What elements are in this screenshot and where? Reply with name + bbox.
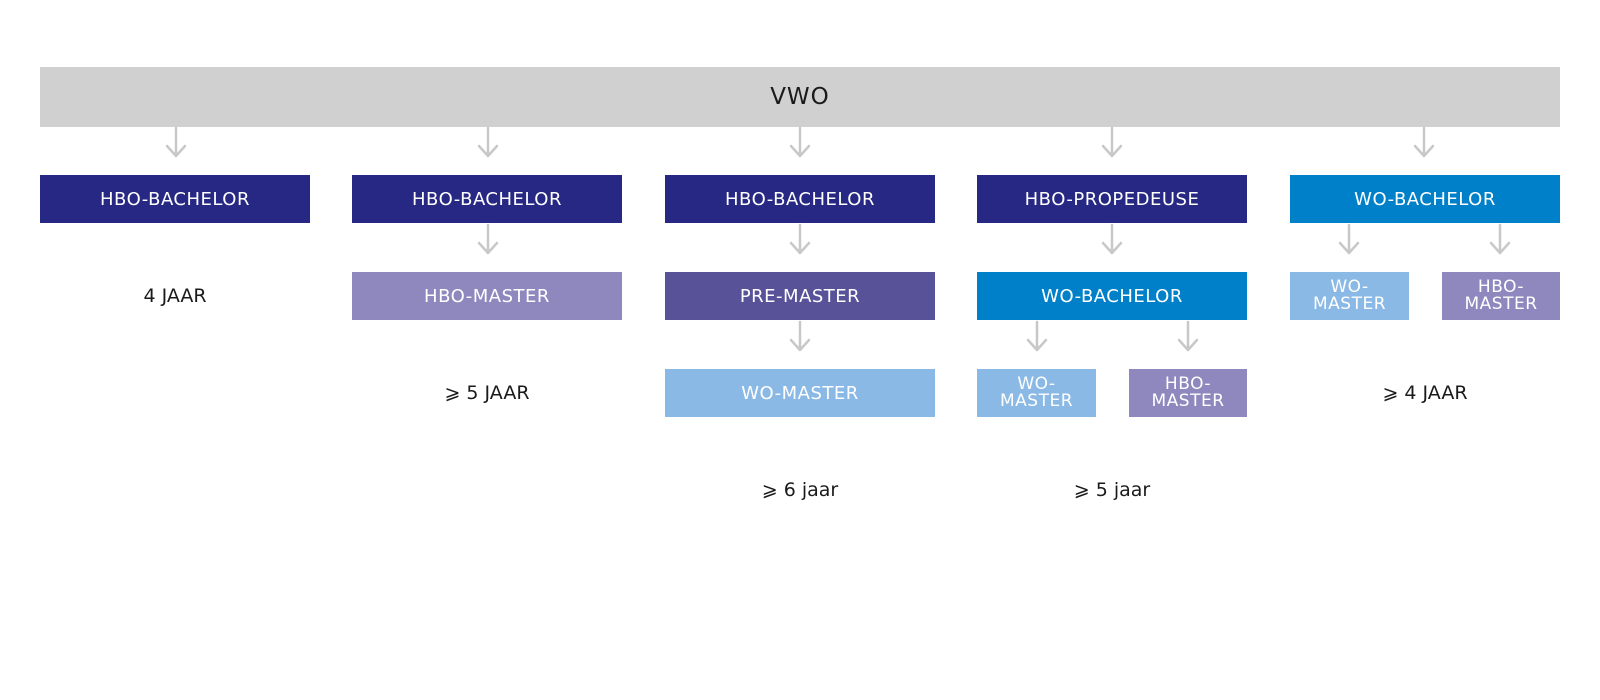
- arrow-col4-row1: [1101, 223, 1123, 255]
- col5-hbo-master-label: HBO-MASTER: [1464, 277, 1538, 314]
- arrow-col5-split-right: [1489, 223, 1511, 255]
- vwo-label: VWO: [770, 84, 830, 110]
- col1-hbo-bachelor: HBO-BACHELOR: [40, 175, 310, 223]
- col3-wo-master: WO-MASTER: [665, 369, 935, 417]
- col2-hbo-master-label: HBO-MASTER: [424, 285, 550, 307]
- col4-hbo-master: HBO-MASTER: [1129, 369, 1247, 417]
- col2-hbo-bachelor-label: HBO-BACHELOR: [412, 188, 562, 210]
- col4-hbo-propedeuse-label: HBO-PROPEDEUSE: [1024, 188, 1200, 210]
- col5-wo-master: WO-MASTER: [1290, 272, 1409, 320]
- col1-hbo-bachelor-label: HBO-BACHELOR: [100, 188, 250, 210]
- col5-duration: ⩾ 4 JAAR: [1382, 382, 1468, 404]
- col2-hbo-bachelor: HBO-BACHELOR: [352, 175, 622, 223]
- col5-wo-master-label: WO-MASTER: [1312, 277, 1387, 314]
- col5-hbo-master: HBO-MASTER: [1442, 272, 1560, 320]
- col3-wo-master-label: WO-MASTER: [741, 382, 859, 404]
- arrow-col5-split-left: [1338, 223, 1360, 255]
- arrow-col2-row1: [477, 223, 499, 255]
- col5-wo-bachelor-label: WO-BACHELOR: [1354, 188, 1496, 210]
- col5-wo-bachelor: WO-BACHELOR: [1290, 175, 1560, 223]
- arrow-col3-row1: [789, 223, 811, 255]
- arrow-col4-split-left: [1026, 320, 1048, 352]
- arrow-col3-row2: [789, 320, 811, 352]
- arrow-vwo-col2: [477, 126, 499, 158]
- col2-hbo-master: HBO-MASTER: [352, 272, 622, 320]
- col4-hbo-propedeuse: HBO-PROPEDEUSE: [977, 175, 1247, 223]
- col4-wo-master-label: WO-MASTER: [999, 374, 1074, 411]
- arrow-vwo-col4: [1101, 126, 1123, 158]
- col3-pre-master-label: PRE-MASTER: [739, 285, 861, 307]
- col3-pre-master: PRE-MASTER: [665, 272, 935, 320]
- col4-wo-master: WO-MASTER: [977, 369, 1096, 417]
- col4-wo-bachelor: WO-BACHELOR: [977, 272, 1247, 320]
- arrow-vwo-col3: [789, 126, 811, 158]
- col3-hbo-bachelor: HBO-BACHELOR: [665, 175, 935, 223]
- col1-duration: 4 JAAR: [143, 285, 207, 307]
- col4-wo-bachelor-label: WO-BACHELOR: [1041, 285, 1183, 307]
- col4-hbo-master-label: HBO-MASTER: [1151, 374, 1225, 411]
- col3-hbo-bachelor-label: HBO-BACHELOR: [725, 188, 875, 210]
- arrow-col4-split-right: [1177, 320, 1199, 352]
- col3-duration: ⩾ 6 jaar: [761, 479, 839, 501]
- arrow-vwo-col5: [1413, 126, 1435, 158]
- arrow-vwo-col1: [165, 126, 187, 158]
- col2-duration: ⩾ 5 JAAR: [444, 382, 530, 404]
- col4-duration: ⩾ 5 jaar: [1073, 479, 1151, 501]
- vwo-box: VWO: [40, 67, 1560, 127]
